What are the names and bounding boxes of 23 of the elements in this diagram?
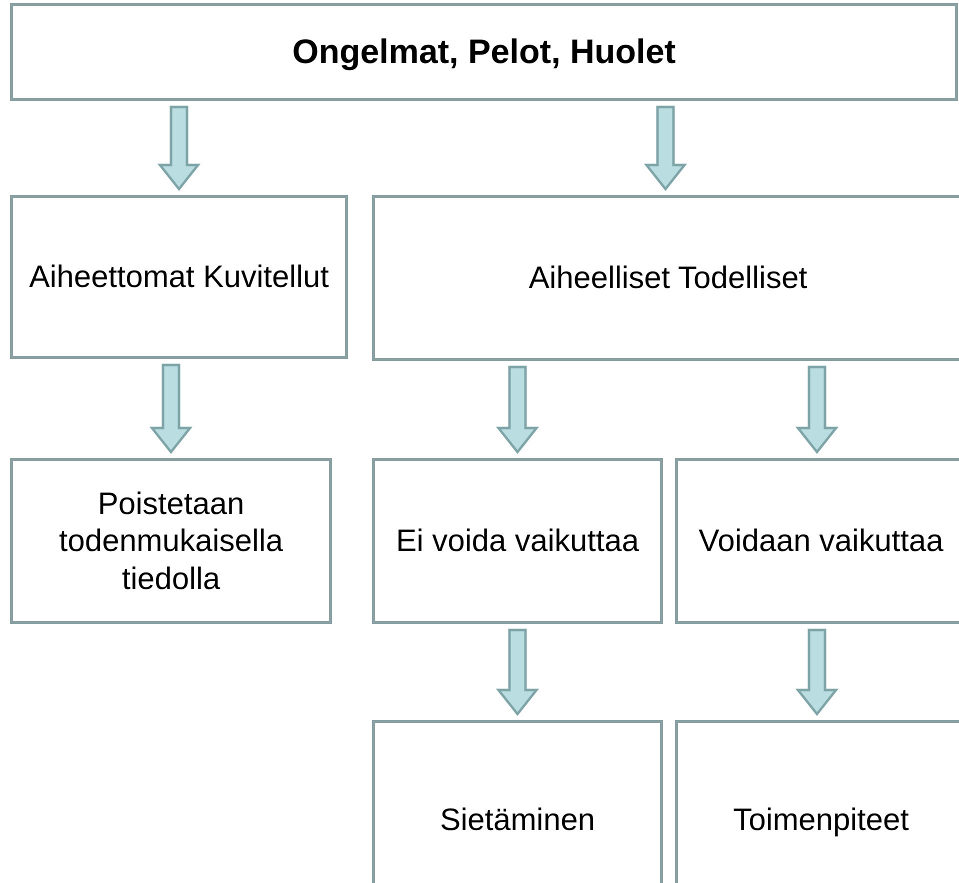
process-box xyxy=(675,458,959,624)
block-arrow xyxy=(496,628,540,716)
block-arrow xyxy=(157,106,201,192)
process-box xyxy=(372,720,663,883)
box-text: Sietäminen xyxy=(440,801,596,839)
box-text: Poistetaan todenmukaisella tiedolla xyxy=(58,485,284,597)
process-box xyxy=(10,195,348,359)
box-text: Aiheelliset Todelliset xyxy=(528,259,808,297)
box-text: Aiheettomat Kuvitellut xyxy=(29,258,329,296)
block-arrow xyxy=(644,106,688,192)
box-text: Voidaan vaikuttaa xyxy=(698,522,944,560)
block-arrow xyxy=(795,628,839,716)
process-box xyxy=(675,720,959,883)
block-arrow xyxy=(496,366,540,454)
box-text: Toimenpiteet xyxy=(733,801,909,839)
block-arrow xyxy=(149,364,193,454)
process-box xyxy=(372,195,959,361)
process-box xyxy=(372,458,663,624)
block-arrow xyxy=(795,366,839,454)
process-box xyxy=(10,458,332,624)
process-box xyxy=(10,3,958,101)
box-text: Ei voida vaikuttaa xyxy=(396,522,639,560)
title-text: Ongelmat, Pelot, Huolet xyxy=(292,32,676,72)
